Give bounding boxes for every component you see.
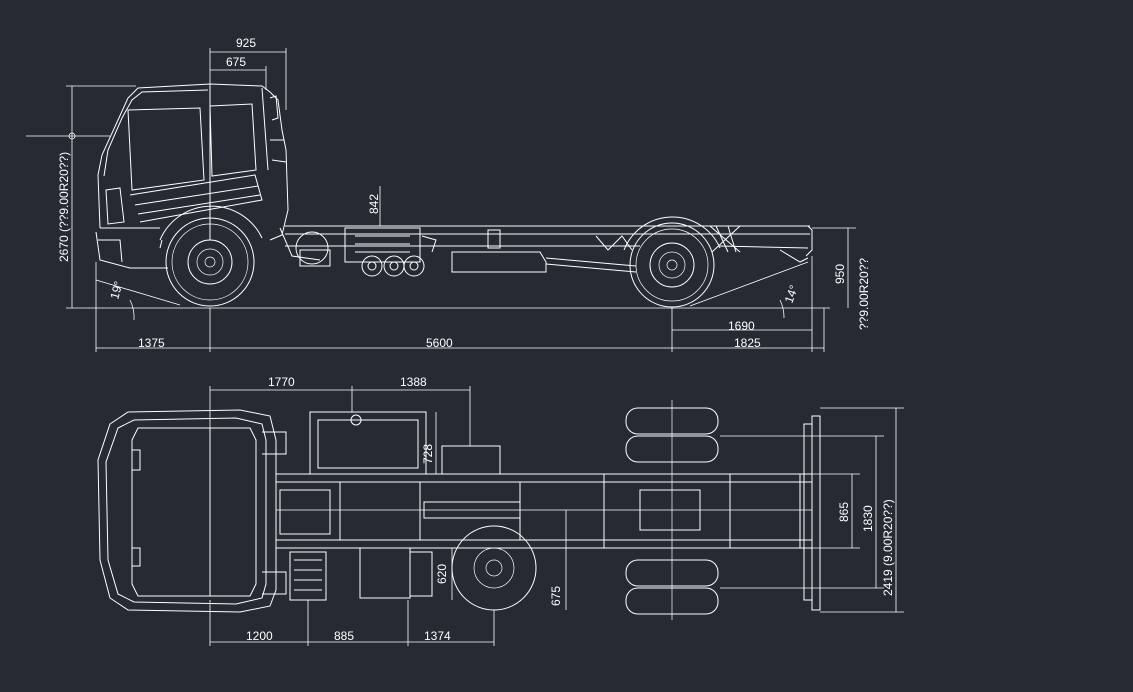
dim-728: 728 [421,444,435,464]
dim-1770: 1770 [268,375,295,389]
dim-1830: 1830 [861,505,875,532]
dim-rear-overhang: 1825 [734,336,761,350]
dimension-lines-top [209,386,904,646]
dim-wheelbase: 5600 [426,336,453,350]
ground-lines-side [95,261,830,321]
dimension-text-side: 925 675 842 2670 (??9.00R20??) 950 ??9.0… [57,36,871,350]
dim-620: 620 [435,564,449,584]
tanks-side [295,231,425,277]
dim-950: 950 [833,264,847,284]
rear-bumper-top [803,415,821,611]
dim-675-top: 675 [226,55,246,69]
frame-rail-side [279,225,813,273]
spare-wheel-top [451,525,537,611]
dim-2419: 2419 (9.00R20??) [881,499,895,596]
dim-rear-tire: ??9.00R20?? [857,258,871,330]
dim-842: 842 [367,194,381,214]
top-view: 1770 1388 728 865 1830 2419 (9.00R20??) … [97,375,904,646]
dim-865: 865 [837,502,851,522]
angle-front: 19° [107,279,125,300]
dim-1200: 1200 [246,629,273,643]
dimension-text-top: 1770 1388 728 865 1830 2419 (9.00R20??) … [246,375,895,643]
tank-top [289,411,501,601]
dim-675-bottom: 675 [549,586,563,606]
dim-885: 885 [334,629,354,643]
dim-925: 925 [236,36,256,50]
angle-rear: 14° [782,283,801,305]
cab-side [95,83,289,269]
dim-1388: 1388 [400,375,427,389]
frame-rail-top [276,473,812,549]
rear-wheel-side [623,216,721,308]
side-view: 925 675 842 2670 (??9.00R20??) 950 ??9.0… [26,36,871,352]
dim-1690: 1690 [728,319,755,333]
dim-height-2670: 2670 (??9.00R20??) [57,152,71,262]
dimension-lines-side [26,48,856,352]
dim-front-overhang: 1375 [138,336,165,350]
front-wheel-side [159,205,263,307]
rear-wheels-top [625,400,719,620]
dim-1374: 1374 [424,629,451,643]
cab-top [97,409,287,613]
